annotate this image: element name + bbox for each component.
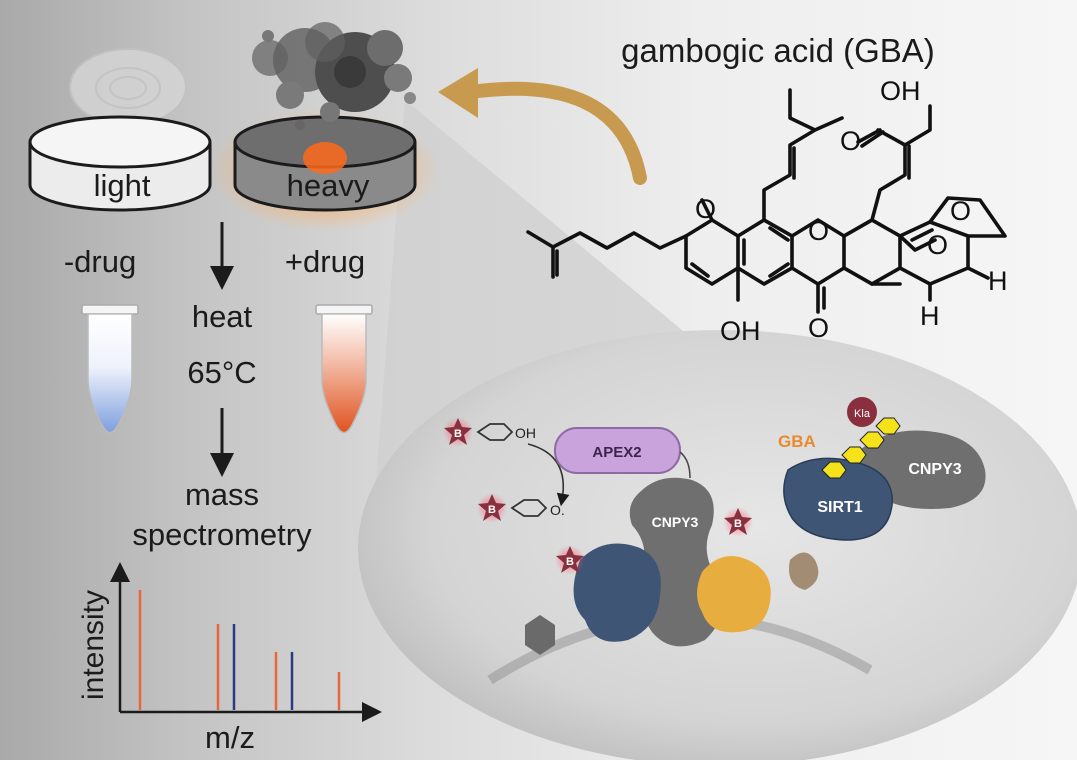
gba-label: GBA (778, 432, 816, 451)
ms-spectrum: intensity m/z (77, 562, 382, 755)
plus-drug-label: +drug (285, 244, 365, 279)
heavy-dish: heavy (210, 108, 440, 232)
biotin-tag-3: B (555, 545, 585, 575)
atom-o-bridge: O (950, 196, 971, 226)
gambogic-acid-structure (526, 88, 1007, 314)
y-axis-label: intensity (77, 590, 110, 700)
minus-drug-label: -drug (64, 244, 136, 279)
atom-o-acid: O (840, 126, 861, 156)
light-dish: light (28, 48, 212, 212)
atom-oh-phenol: OH (720, 316, 761, 346)
heat-label: heat (192, 299, 253, 334)
ms-label-line1: mass (185, 477, 259, 512)
atom-o-ketone: O (808, 313, 829, 343)
apex2-protein: APEX2 (554, 427, 691, 479)
o-radical-label: O. (550, 502, 565, 518)
atom-h2: H (920, 301, 940, 331)
tube-light (81, 304, 139, 434)
yellow-protein (697, 556, 771, 633)
ms-label-line2: spectrometry (132, 517, 312, 552)
biotin-label-3: B (566, 556, 574, 568)
x-axis-label: m/z (205, 720, 255, 755)
temperature-label: 65°C (187, 355, 256, 390)
gba-ligand: GBA (778, 417, 901, 479)
small-gray-protein (525, 615, 555, 655)
heavy-label: heavy (287, 168, 370, 203)
biotin-tag-4: B (723, 507, 753, 537)
atom-oh-top: OH (880, 76, 921, 106)
light-label: light (94, 168, 151, 203)
kla-label: Kla (854, 408, 871, 420)
cnpy3-left-label: CNPY3 (652, 514, 699, 530)
curved-arrow (438, 68, 647, 185)
atom-o-lactone: O (927, 230, 948, 260)
blue-protein (573, 543, 661, 642)
cnpy3-right-label: CNPY3 (908, 461, 961, 478)
biotin-label-1: B (454, 428, 462, 440)
sirt1-protein: SIRT1 (783, 457, 893, 541)
atom-o-ring1: O (695, 194, 716, 224)
protein-aggregate (252, 22, 416, 130)
biotin-label-2: B (488, 504, 496, 516)
biotin-phenoxyl: B O. (477, 493, 565, 523)
molecule-title: gambogic acid (GBA) (621, 32, 935, 69)
biotin-label-4: B (734, 518, 742, 530)
biotin-phenol: B OH (443, 417, 570, 507)
tan-protein (789, 552, 819, 590)
atom-h1: H (988, 266, 1008, 296)
apex2-label: APEX2 (592, 444, 641, 461)
kla-marker: Kla (847, 397, 877, 427)
sirt1-label: SIRT1 (817, 499, 862, 516)
oh-label: OH (515, 425, 536, 441)
tube-heavy (315, 304, 373, 434)
atom-o-ring2: O (808, 216, 829, 246)
